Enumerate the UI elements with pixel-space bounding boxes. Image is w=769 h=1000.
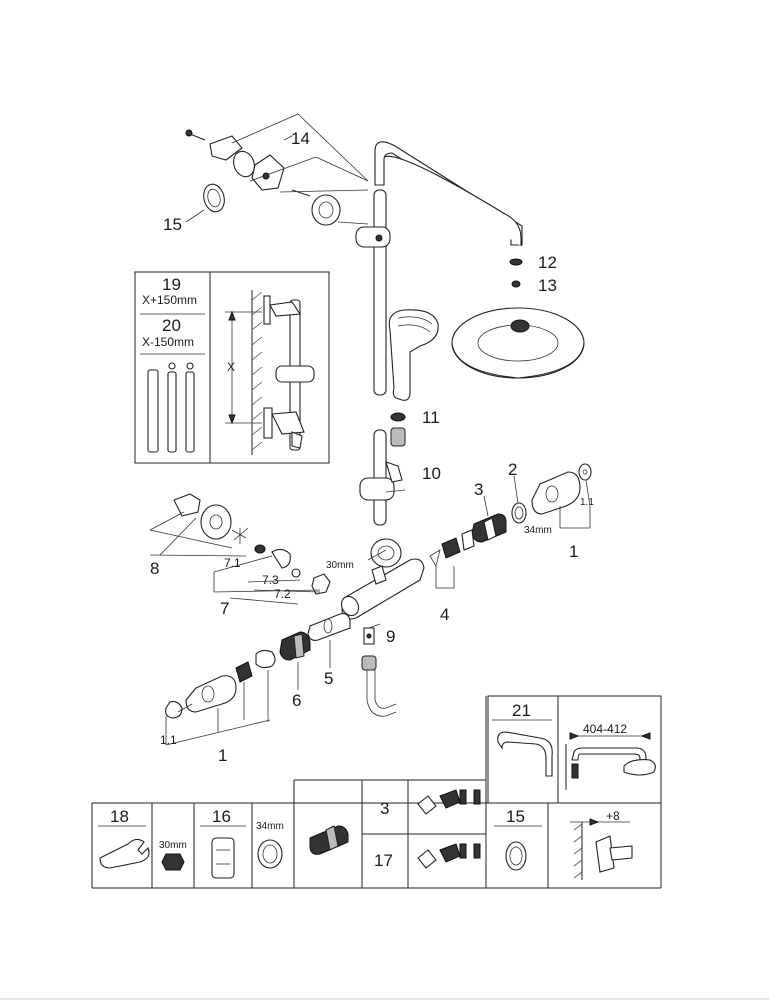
- callout-9: 9: [386, 627, 395, 646]
- inset-19-length: X+150mm: [142, 293, 197, 307]
- dim-34mm-right: 34mm: [524, 525, 552, 536]
- tool-plus8-label: +8: [606, 809, 620, 823]
- callout-2: 2: [508, 460, 517, 479]
- callout-1-1-left: 1.1: [160, 733, 177, 747]
- tool-30mm-label: 30mm: [159, 840, 187, 851]
- callout-7-3: 7.3: [262, 573, 279, 587]
- wall-bracket-kit: [185, 113, 369, 226]
- rod-length-inset: [134, 271, 330, 464]
- callout-1-1-right: 1.1: [580, 497, 594, 508]
- callout-12: 12: [538, 253, 557, 272]
- callout-3: 3: [474, 480, 483, 499]
- callout-8: 8: [150, 559, 159, 578]
- dim-30mm: 30mm: [326, 560, 354, 571]
- callout-13: 13: [538, 276, 557, 295]
- inset-21-number: 21: [512, 701, 531, 720]
- callout-7-1: 7.1: [224, 556, 241, 570]
- callout-5: 5: [324, 669, 333, 688]
- callout-11: 11: [422, 408, 440, 427]
- tool-16-number: 16: [212, 807, 231, 826]
- arm-extension-inset: [487, 695, 662, 804]
- inset-20-number: 20: [162, 316, 181, 335]
- left-handle-group: [149, 493, 331, 605]
- tool-18-number: 18: [110, 807, 129, 826]
- tools-table: [91, 696, 662, 889]
- left-handle-group-lower: [165, 649, 276, 746]
- callout-4: 4: [440, 605, 449, 624]
- callout-7: 7: [220, 599, 229, 618]
- callout-10: 10: [422, 464, 441, 483]
- callout-1-left: 1: [218, 746, 227, 765]
- thermostat-body: [340, 538, 425, 717]
- cartridge-parts: [279, 613, 351, 690]
- callout-15: 15: [163, 215, 182, 234]
- callout-1-right: 1: [569, 542, 578, 561]
- inset-20-length: X-150mm: [142, 335, 194, 349]
- tool-17-number: 17: [374, 851, 393, 870]
- tool-34mm-label: 34mm: [256, 821, 284, 832]
- inset-21-dimension: 404-412: [583, 722, 627, 736]
- shower-arm-assembly: [374, 141, 585, 379]
- page-bottom-rule: [0, 998, 769, 1000]
- riser-rail: [355, 189, 439, 526]
- callout-6: 6: [292, 691, 301, 710]
- inset-x-dimension: X: [227, 360, 235, 374]
- inset-19-number: 19: [162, 275, 181, 294]
- tool-15-number: 15: [506, 807, 525, 826]
- tool-3-number: 3: [380, 799, 389, 818]
- callout-7-2: 7.2: [274, 587, 291, 601]
- callout-14: 14: [291, 129, 310, 148]
- right-handle-group: [429, 463, 592, 589]
